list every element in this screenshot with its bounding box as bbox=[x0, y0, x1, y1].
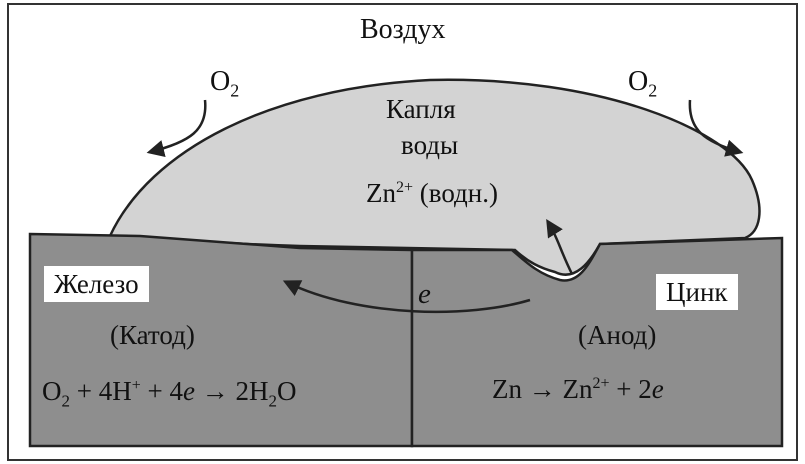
zinc-ion-label: Zn2+ (водн.) bbox=[366, 178, 498, 209]
eq-h-charge: + bbox=[131, 377, 141, 394]
eq-charge: 2+ bbox=[592, 375, 610, 392]
air-label: Воздух bbox=[360, 14, 446, 45]
electron-label: e bbox=[418, 278, 431, 310]
ion-state: (водн.) bbox=[419, 178, 498, 208]
cathode-label: (Катод) bbox=[110, 320, 195, 350]
droplet-label-line1: Капля bbox=[386, 94, 456, 124]
eq-h2o-sub: 2 bbox=[268, 391, 277, 411]
anode-label: (Анод) bbox=[578, 320, 657, 350]
oxygen-label-left: O2 bbox=[210, 66, 239, 102]
electron-arrow bbox=[282, 280, 531, 314]
eq-electron: e bbox=[183, 376, 195, 406]
eq-start: Zn → Zn bbox=[492, 374, 593, 404]
anode-equation: Zn → Zn2+ + 2e bbox=[492, 374, 664, 405]
eq-part1: + 4H bbox=[70, 376, 132, 406]
eq-o: O bbox=[42, 376, 62, 406]
ion-symbol: Zn bbox=[366, 178, 396, 208]
oxygen-symbol: O bbox=[210, 66, 231, 97]
oxygen-label-right: O2 bbox=[628, 66, 657, 102]
oxygen-symbol: O bbox=[628, 66, 649, 97]
ion-charge: 2+ bbox=[396, 179, 414, 196]
eq-mid: + 2 bbox=[609, 374, 652, 404]
iron-label: Железо bbox=[44, 266, 149, 302]
ion-arrow bbox=[546, 219, 574, 275]
oxygen-subscript: 2 bbox=[648, 80, 658, 101]
oxygen-arrow-right bbox=[688, 99, 744, 157]
water-droplet bbox=[108, 78, 761, 276]
eq-electron: e bbox=[651, 374, 664, 404]
oxygen-subscript: 2 bbox=[230, 80, 240, 101]
cathode-equation: O2 + 4H+ + 4e → 2H2O bbox=[42, 376, 296, 411]
eq-arrow: → 2H bbox=[194, 376, 269, 406]
droplet-label-line2: воды bbox=[401, 130, 459, 160]
eq-end: O bbox=[276, 376, 297, 406]
zinc-label: Цинк bbox=[656, 274, 738, 310]
oxygen-arrow-left bbox=[146, 99, 207, 158]
eq-part2: + 4 bbox=[140, 376, 183, 406]
eq-o-sub: 2 bbox=[61, 391, 71, 411]
